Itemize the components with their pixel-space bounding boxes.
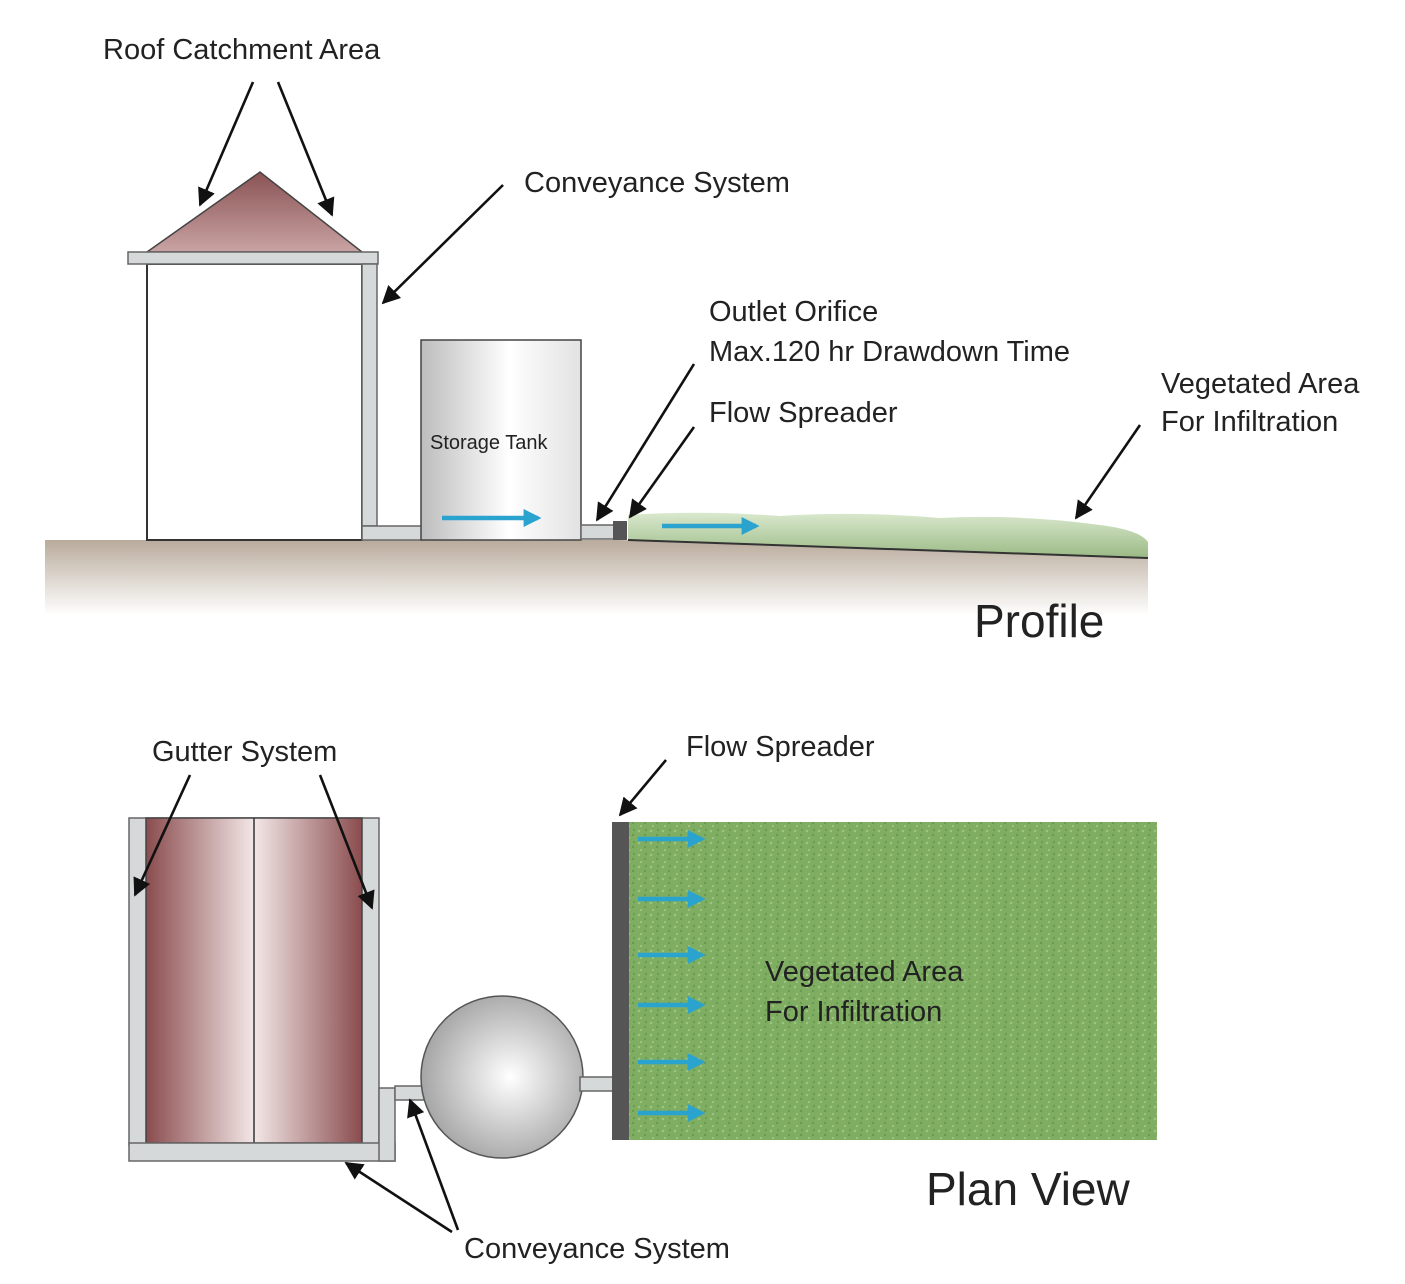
conveyance-label-profile: Conveyance System: [524, 167, 790, 199]
roof-arrow-right: [276, 81, 335, 217]
house-wall: [146, 263, 363, 541]
conveyance-arrow-plan-left: [344, 1161, 453, 1234]
flow-spreader-label-plan: Flow Spreader: [686, 731, 875, 763]
spreader-arrow-plan: [618, 759, 667, 817]
conveyance-label-plan: Conveyance System: [464, 1233, 730, 1265]
vegetated-area-label-profile-2: For Infiltration: [1161, 406, 1338, 438]
gutter-arrow-left: [133, 774, 192, 897]
pipe-to-spreader: [579, 1076, 614, 1092]
flow-spreader-profile: [613, 521, 627, 540]
outlet-arrow: [595, 363, 696, 522]
side-downspout: [378, 1087, 396, 1162]
vegetated-area-label-plan-2: For Infiltration: [765, 996, 942, 1028]
storage-tank-plan: [420, 995, 584, 1159]
spreader-arrow-profile: [628, 426, 696, 519]
slope-line: [627, 539, 1149, 559]
profile-view: Storage Tank Roof Catchment Area Conveya…: [45, 34, 1360, 647]
flow-spreader-label-profile: Flow Spreader: [709, 397, 898, 429]
conveyance-arrow-plan-right: [407, 1098, 460, 1231]
bottom-gutter: [128, 1142, 396, 1162]
vegetated-area-plan: [612, 822, 1157, 1140]
vegetated-area-label-plan-1: Vegetated Area: [765, 956, 964, 988]
plan-view: Vegetated Area For Infiltration Gutter S…: [128, 731, 1157, 1265]
plan-view-title: Plan View: [926, 1163, 1131, 1215]
roof-catchment-label: Roof Catchment Area: [103, 34, 381, 66]
gutter-arrow-right: [318, 774, 375, 910]
vegetated-arrow-profile: [1074, 424, 1142, 520]
outlet-orifice-label: Outlet Orifice: [709, 296, 878, 328]
storage-tank-label: Storage Tank: [430, 432, 548, 454]
downspout: [361, 263, 378, 527]
storage-tank: [420, 339, 582, 541]
vegetated-area-label-profile-1: Vegetated Area: [1161, 368, 1360, 400]
outlet-pipe: [580, 524, 615, 540]
gutter-system-label: Gutter System: [152, 736, 337, 768]
pipe-to-tank: [394, 1085, 426, 1101]
roof-arrow-left: [198, 81, 255, 207]
ground: [45, 540, 1148, 615]
profile-title: Profile: [974, 595, 1104, 647]
flow-spreader-plan: [612, 822, 629, 1140]
conveyance-pipe: [361, 525, 423, 541]
roof-gutter: [127, 251, 379, 265]
conveyance-arrow-profile: [381, 184, 504, 305]
drawdown-time-label: Max.120 hr Drawdown Time: [709, 336, 1070, 368]
